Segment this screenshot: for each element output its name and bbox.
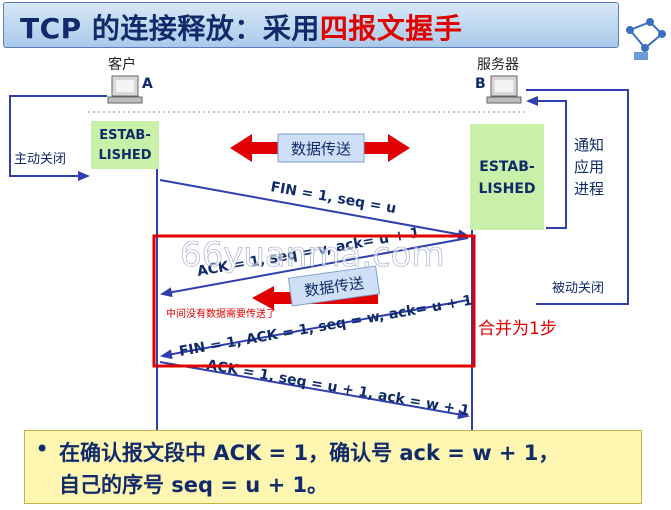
data-transfer-2-arrow	[252, 265, 381, 310]
title-bar: TCP 的连接释放：采用四报文握手	[3, 2, 619, 48]
note-line-2: 自己的序号 seq = u + 1。	[59, 473, 329, 497]
client-label: 客户	[108, 56, 136, 73]
client-id: A	[142, 76, 153, 92]
network-icon	[622, 6, 668, 66]
fin1-arrow	[159, 179, 470, 240]
data-transfer-arrow	[230, 133, 410, 163]
note-bullet: •	[35, 435, 50, 463]
note-box: • 在确认报文段中 ACK = 1，确认号 ack = w + 1， 自己的序号…	[24, 430, 642, 504]
ack1-arrow	[160, 237, 469, 298]
notify-app-arrow	[526, 96, 567, 229]
merge-highlight-box	[152, 234, 476, 368]
client-state-box	[91, 121, 159, 169]
watermark: 66yuanma.com	[180, 235, 445, 275]
client-computer-icon	[107, 75, 143, 104]
passive-close-bracket	[526, 89, 629, 305]
server-state-line-1: ESTAB-	[479, 159, 535, 175]
active-close-arrow	[9, 95, 107, 181]
title-highlight: 四报文握手	[319, 12, 463, 45]
passive-close-label: 被动关闭	[552, 281, 604, 296]
no-data-note: 中间没有数据需要传送了	[166, 307, 276, 320]
notify-app-line-1: 通知	[574, 136, 604, 154]
server-computer-icon	[486, 75, 522, 104]
server-label: 服务器	[477, 57, 519, 73]
notify-app-line-2: 应用	[574, 158, 604, 176]
note-line-1: 在确认报文段中 ACK = 1，确认号 ack = w + 1，	[59, 441, 560, 465]
slide-title: TCP 的连接释放：采用四报文握手	[20, 7, 462, 47]
fin2-arrow	[160, 299, 469, 360]
merge-note: 合并为1步	[478, 319, 557, 339]
notify-app-line-3: 进程	[574, 180, 604, 198]
client-state-line-2: LISHED	[98, 148, 151, 163]
server-id: B	[475, 76, 486, 92]
server-state-line-2: LISHED	[478, 181, 535, 197]
server-state-box	[470, 124, 544, 230]
data-transfer-label: 数据传送	[291, 140, 351, 158]
title-main: TCP 的连接释放：采用	[20, 12, 320, 45]
ack2-arrow	[159, 361, 470, 420]
client-state-line-1: ESTAB-	[99, 128, 150, 143]
active-close-label: 主动关闭	[14, 152, 66, 167]
